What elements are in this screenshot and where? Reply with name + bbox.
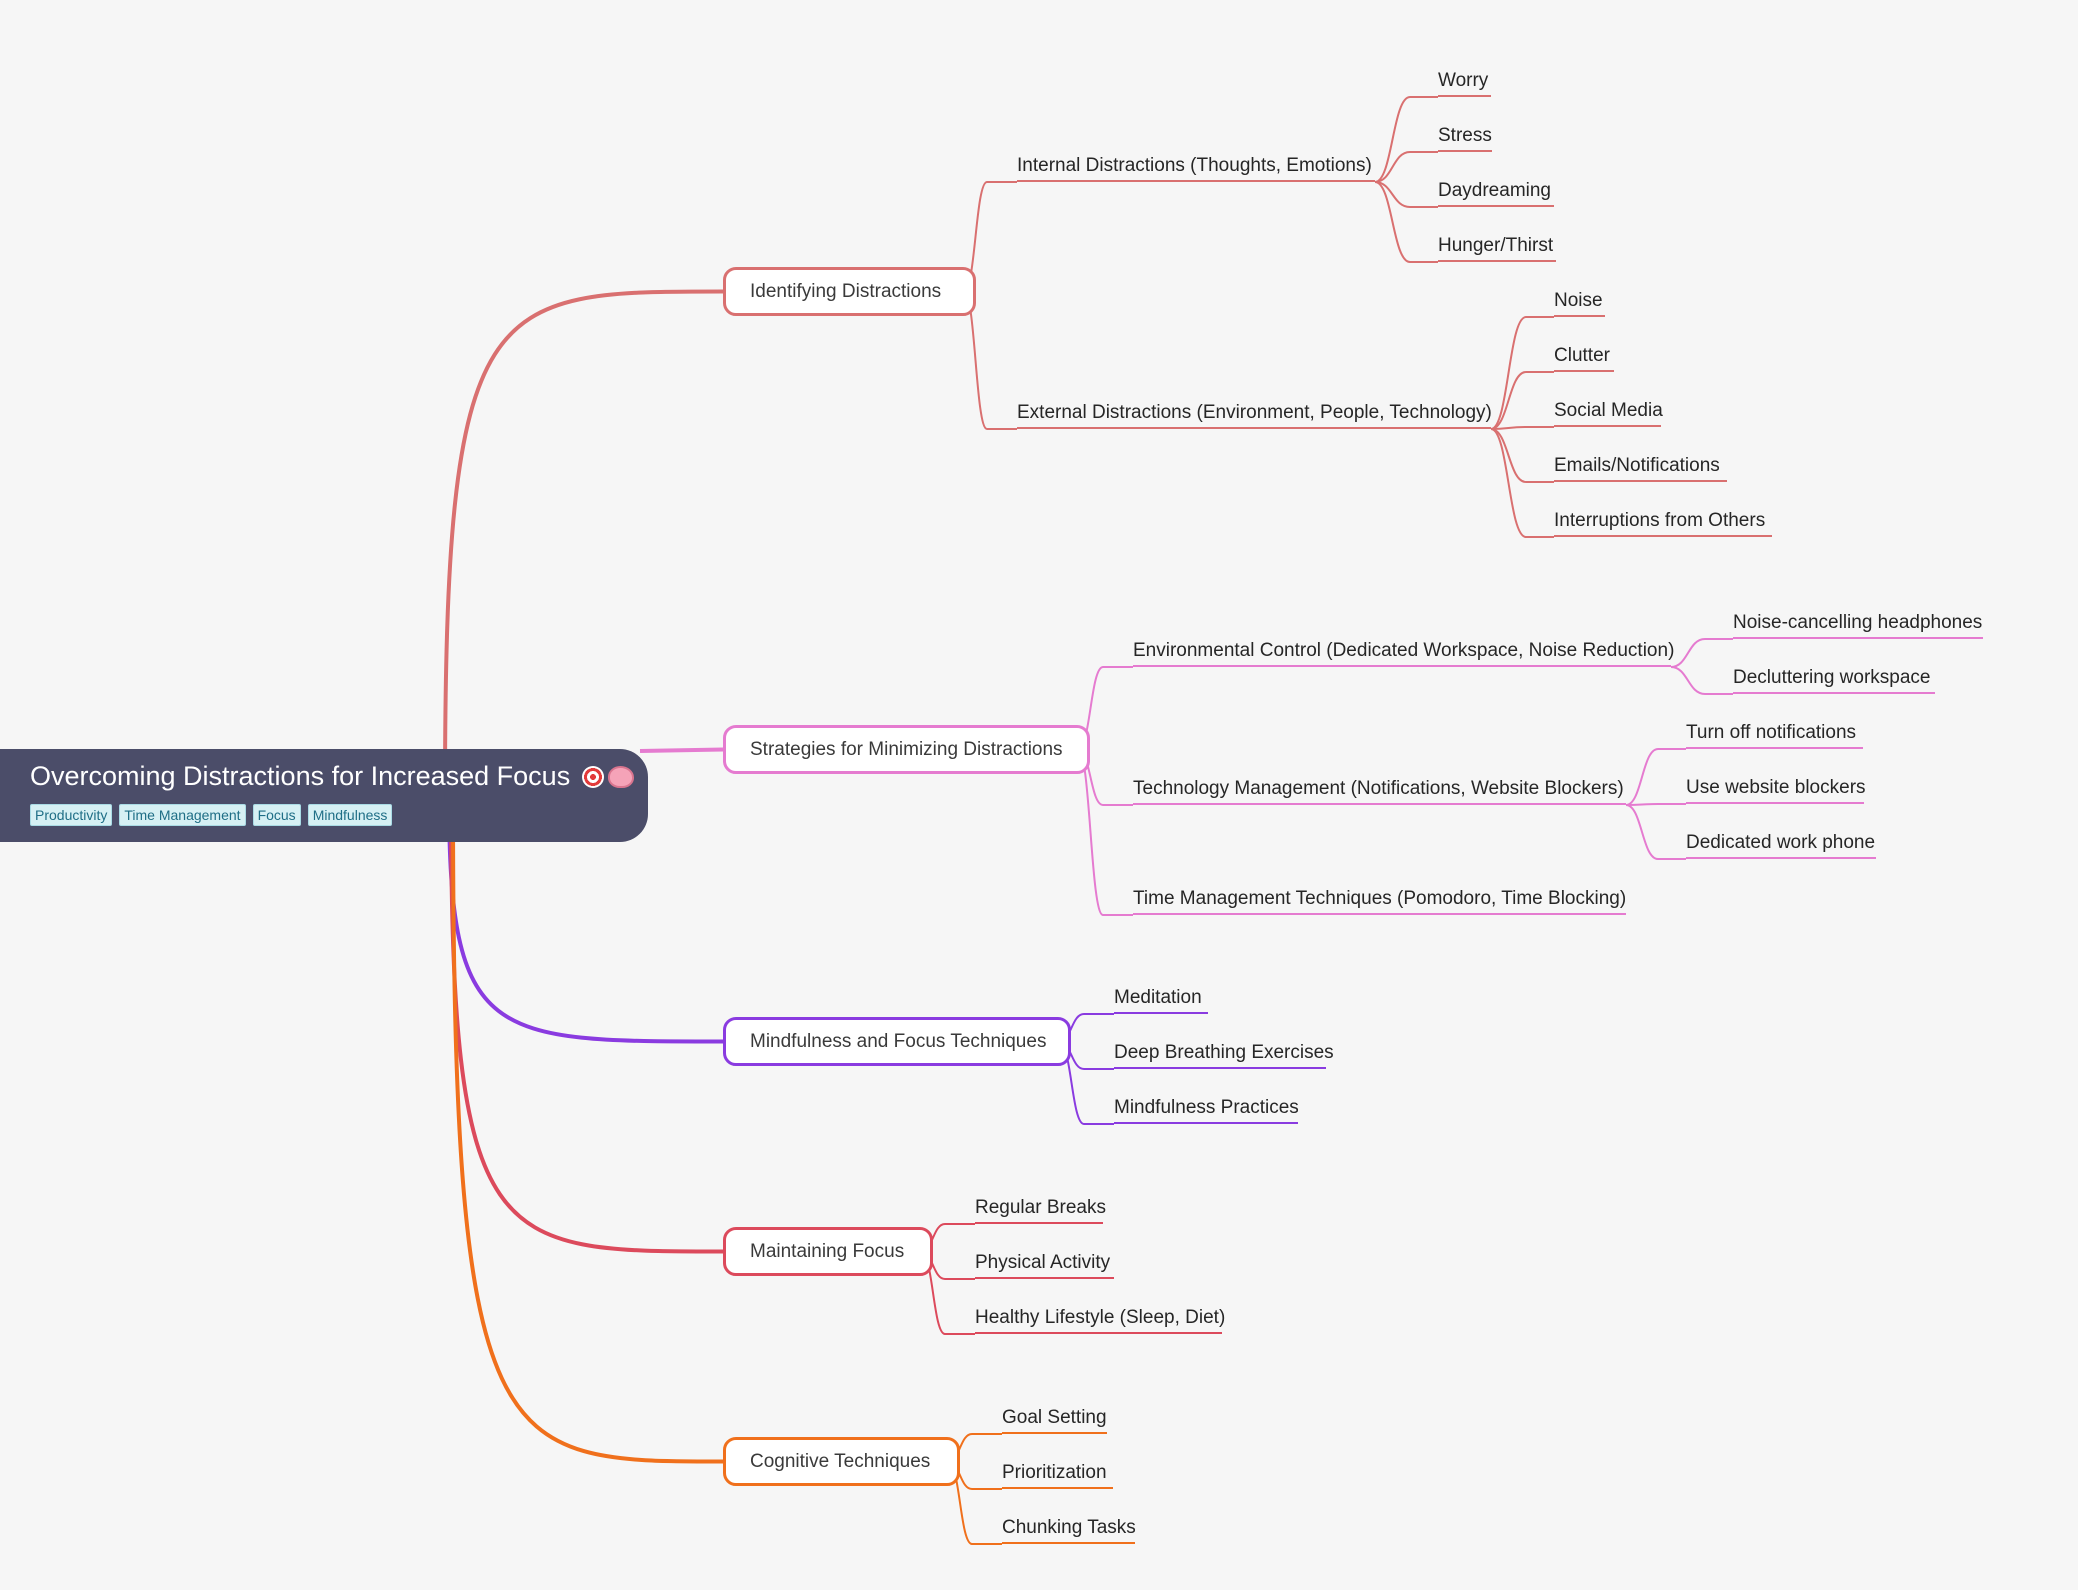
leaf-interruptions-from-others[interactable]: Interruptions from Others <box>1554 507 1772 537</box>
leaf-deep-breathing-exercises[interactable]: Deep Breathing Exercises <box>1114 1039 1334 1069</box>
tag-mindfulness[interactable]: Mindfulness <box>307 804 393 826</box>
leaf-connector <box>1670 638 1706 668</box>
branch-strategies-minimizing-distractions[interactable]: Strategies for Minimizing Distractions <box>723 725 1090 774</box>
leaf-meditation[interactable]: Meditation <box>1114 984 1208 1014</box>
leaf-connector <box>1490 316 1527 430</box>
leaf-connector <box>1374 151 1411 183</box>
leaf-connector <box>1625 804 1659 860</box>
root-title: Overcoming Distractions for Increased Fo… <box>30 761 571 791</box>
root-connector <box>639 747 724 753</box>
root-tags: Productivity Time Management Focus Mindf… <box>30 804 648 826</box>
leaf-connector <box>1490 371 1527 430</box>
brain-icon <box>608 765 635 788</box>
leaf-stress[interactable]: Stress <box>1438 122 1492 152</box>
node-time-management-techniques[interactable]: Time Management Techniques (Pomodoro, Ti… <box>1133 885 1626 915</box>
tag-productivity[interactable]: Productivity <box>30 804 113 826</box>
tag-time-management[interactable]: Time Management <box>119 804 246 826</box>
leaf-turn-off-notifications[interactable]: Turn off notifications <box>1686 719 1863 749</box>
leaf-goal-setting[interactable]: Goal Setting <box>1002 1404 1107 1434</box>
leaf-connector <box>1625 803 1659 806</box>
node-technology-management[interactable]: Technology Management (Notifications, We… <box>1133 775 1626 805</box>
node-environmental-control[interactable]: Environmental Control (Dedicated Workspa… <box>1133 637 1674 667</box>
leaf-decluttering-workspace[interactable]: Decluttering workspace <box>1733 664 1935 694</box>
leaf-regular-breaks[interactable]: Regular Breaks <box>975 1194 1106 1224</box>
leaf-physical-activity[interactable]: Physical Activity <box>975 1249 1114 1279</box>
leaf-prioritization[interactable]: Prioritization <box>1002 1459 1113 1489</box>
leaf-connector <box>1374 96 1411 183</box>
node-internal-distractions[interactable]: Internal Distractions (Thoughts, Emotion… <box>1017 152 1375 182</box>
branch-identifying-distractions[interactable]: Identifying Distractions <box>723 267 976 316</box>
leaf-connector <box>1490 428 1527 538</box>
target-icon <box>582 765 605 788</box>
root-connector <box>443 289 724 796</box>
branch-cognitive-techniques[interactable]: Cognitive Techniques <box>723 1437 960 1486</box>
leaf-noise-cancelling-headphones[interactable]: Noise-cancelling headphones <box>1733 609 1983 639</box>
leaf-use-website-blockers[interactable]: Use website blockers <box>1686 774 1866 804</box>
leaf-noise[interactable]: Noise <box>1554 287 1605 317</box>
root-connector <box>451 794 724 1464</box>
leaf-worry[interactable]: Worry <box>1438 67 1491 97</box>
root-emoji-group <box>582 765 635 788</box>
leaf-clutter[interactable]: Clutter <box>1554 342 1614 372</box>
leaf-hunger-thirst[interactable]: Hunger/Thirst <box>1438 232 1556 262</box>
leaf-connector <box>1374 181 1411 263</box>
root-node[interactable]: Overcoming Distractions for Increased Fo… <box>0 749 648 842</box>
leaf-emails-notifications[interactable]: Emails/Notifications <box>1554 452 1727 482</box>
leaf-healthy-lifestyle[interactable]: Healthy Lifestyle (Sleep, Diet) <box>975 1304 1225 1334</box>
leaf-connector <box>1490 428 1527 483</box>
leaf-daydreaming[interactable]: Daydreaming <box>1438 177 1554 207</box>
leaf-mindfulness-practices[interactable]: Mindfulness Practices <box>1114 1094 1299 1124</box>
branch-mindfulness-focus-techniques[interactable]: Mindfulness and Focus Techniques <box>723 1017 1071 1066</box>
branch-maintaining-focus[interactable]: Maintaining Focus <box>723 1227 933 1276</box>
leaf-chunking-tasks[interactable]: Chunking Tasks <box>1002 1514 1136 1544</box>
tag-focus[interactable]: Focus <box>252 804 301 826</box>
root-title-row: Overcoming Distractions for Increased Fo… <box>30 761 648 792</box>
leaf-dedicated-work-phone[interactable]: Dedicated work phone <box>1686 829 1876 859</box>
leaf-social-media[interactable]: Social Media <box>1554 397 1663 427</box>
node-external-distractions[interactable]: External Distractions (Environment, Peop… <box>1017 399 1492 429</box>
root-connector <box>449 794 724 1254</box>
leaf-connector <box>1625 748 1659 806</box>
leaf-connector <box>1670 666 1706 695</box>
